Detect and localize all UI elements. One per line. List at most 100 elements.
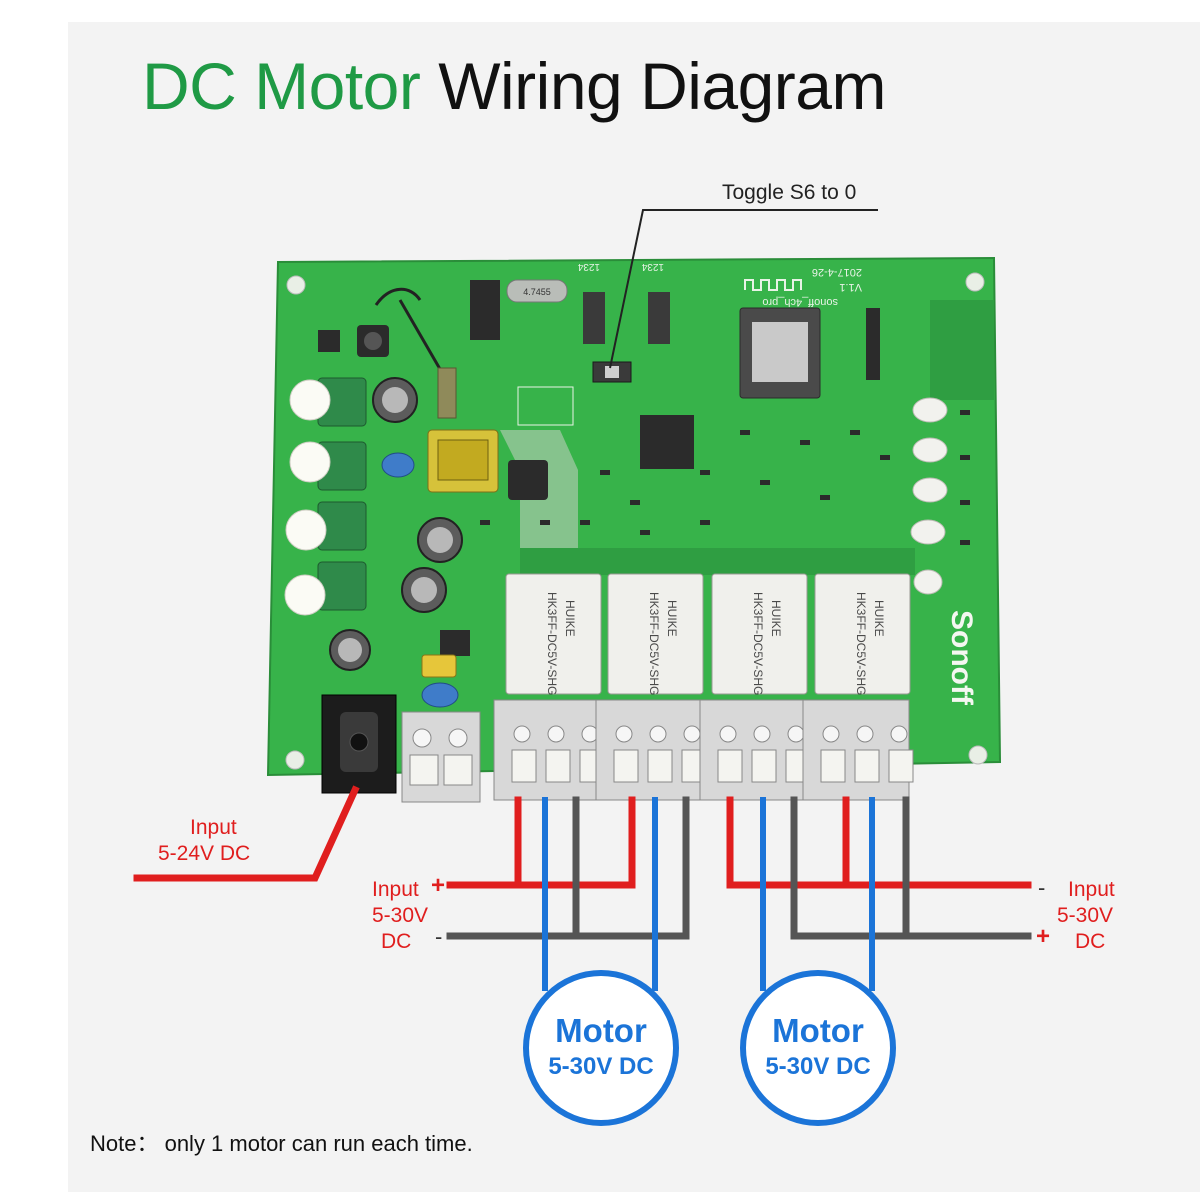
relay-brand: HUIKE bbox=[872, 600, 886, 637]
left-input-voltage: 5-30V bbox=[372, 904, 428, 928]
dip-switch[interactable] bbox=[583, 292, 605, 344]
terminal-lever[interactable] bbox=[854, 749, 880, 783]
left-negative-wire bbox=[446, 796, 690, 940]
relay-body bbox=[505, 573, 602, 695]
smd-ic bbox=[318, 330, 340, 352]
relay-4: HUIKE HK3FF-DC5V-SHG bbox=[814, 573, 911, 695]
wifi-module-shield bbox=[752, 322, 808, 382]
terminal-screw[interactable] bbox=[753, 725, 771, 743]
terminal-screw[interactable] bbox=[787, 725, 805, 743]
left-positive-wire bbox=[446, 796, 636, 889]
push-button-4[interactable] bbox=[284, 561, 367, 616]
terminal-block[interactable] bbox=[802, 699, 914, 801]
relay-brand: HUIKE bbox=[665, 600, 679, 637]
right-input-minus-sign: - bbox=[1038, 875, 1046, 900]
rf-chip bbox=[470, 280, 500, 340]
right-negative-wire bbox=[790, 796, 1032, 940]
s6-toggle-knob bbox=[605, 366, 619, 378]
mounting-hole bbox=[286, 275, 306, 295]
s6-callout: Toggle S6 to 0 bbox=[609, 181, 878, 369]
capacitor-top bbox=[382, 387, 408, 413]
terminal-block[interactable] bbox=[493, 699, 605, 801]
header-pins bbox=[866, 308, 880, 380]
terminal-screw[interactable] bbox=[513, 725, 531, 743]
wires bbox=[133, 785, 1032, 991]
terminal-screw[interactable] bbox=[615, 725, 633, 743]
right-input-voltage: 5-30V bbox=[1057, 904, 1113, 928]
mounting-hole bbox=[968, 745, 988, 765]
power-input-voltage-text: 5-24V DC bbox=[158, 842, 251, 865]
left-input-minus-sign: - bbox=[435, 924, 443, 949]
motor-1-circle bbox=[523, 970, 679, 1126]
left-input-plus: + bbox=[431, 872, 445, 900]
terminal-lever[interactable] bbox=[545, 749, 571, 783]
crystal-oscillator bbox=[506, 279, 568, 303]
wifi-antenna-trace bbox=[744, 279, 802, 291]
terminal-screw[interactable] bbox=[683, 725, 701, 743]
smd-ic bbox=[440, 630, 470, 656]
terminal-lever[interactable] bbox=[613, 749, 639, 783]
left-input-minus: - bbox=[435, 924, 442, 950]
right-input-voltage-text: 5-30V bbox=[1057, 904, 1114, 927]
dc-barrel-jack[interactable] bbox=[321, 694, 397, 794]
terminal-screw[interactable] bbox=[547, 725, 565, 743]
mounting-hole bbox=[965, 272, 985, 292]
motor-1: Motor 5-30V DC bbox=[523, 970, 679, 1126]
terminal-screw[interactable] bbox=[822, 725, 840, 743]
terminal-block[interactable] bbox=[595, 699, 707, 801]
dip-switch[interactable] bbox=[648, 292, 670, 344]
silk-model: sonoff_4ch_pro bbox=[762, 296, 838, 308]
pcb-trace bbox=[520, 548, 915, 575]
smd-components bbox=[480, 410, 970, 545]
right-input-plus-sign: + bbox=[1036, 923, 1051, 950]
terminal-screw[interactable] bbox=[649, 725, 667, 743]
left-input-label: Input bbox=[372, 878, 419, 902]
terminal-lever[interactable] bbox=[888, 749, 914, 783]
terminal-screw[interactable] bbox=[890, 725, 908, 743]
push-button-3[interactable] bbox=[285, 501, 367, 551]
power-input-voltage: 5-24V DC bbox=[158, 842, 250, 866]
terminal-lever[interactable] bbox=[647, 749, 673, 783]
dip-label: 1234 bbox=[641, 261, 664, 272]
left-input-title: Input bbox=[372, 878, 419, 901]
silk-version: V1.1 bbox=[839, 281, 862, 293]
terminal-screw[interactable] bbox=[719, 725, 737, 743]
left-input-plus-sign: + bbox=[431, 872, 446, 899]
relay-brand: HUIKE bbox=[769, 600, 783, 637]
push-button-1[interactable] bbox=[289, 377, 367, 427]
left-input-dc: DC bbox=[381, 930, 411, 954]
power-input-wire bbox=[133, 785, 360, 882]
relay-body bbox=[711, 573, 808, 695]
relay-terminal-blocks bbox=[493, 699, 914, 801]
right-input-minus: - bbox=[1038, 875, 1045, 901]
left-input-voltage-text: 5-30V bbox=[372, 904, 429, 927]
terminal-block[interactable] bbox=[699, 699, 811, 801]
title-part-green: DC Motor bbox=[142, 49, 421, 123]
terminal-lever[interactable] bbox=[820, 749, 846, 783]
terminal-lever[interactable] bbox=[511, 749, 537, 783]
note-text: Note： only 1 motor can run each time. bbox=[90, 1131, 473, 1156]
title-part-black: Wiring Diagram bbox=[438, 49, 886, 123]
push-button-2[interactable] bbox=[289, 441, 367, 491]
motor-2-circle bbox=[740, 970, 896, 1126]
brand-logo: Sonoff bbox=[945, 610, 978, 706]
voltage-regulator bbox=[508, 460, 548, 500]
antenna-coil bbox=[374, 287, 457, 419]
terminal-screw[interactable] bbox=[856, 725, 874, 743]
right-input-title: Input bbox=[1068, 878, 1115, 901]
callout-leader-line bbox=[609, 209, 878, 369]
relay-model: HK3FF-DC5V-SHG bbox=[854, 592, 868, 695]
power-terminal-block[interactable] bbox=[401, 711, 481, 803]
power-input-label: Input bbox=[190, 816, 237, 840]
inductor-core bbox=[364, 332, 382, 350]
relay-body bbox=[607, 573, 704, 695]
motor-1-label: Motor bbox=[555, 1012, 647, 1049]
motor-2-voltage: 5-30V DC bbox=[765, 1053, 870, 1080]
terminal-lever[interactable] bbox=[717, 749, 743, 783]
silk-date: 2017-4-26 bbox=[812, 266, 862, 278]
terminal-lever[interactable] bbox=[751, 749, 777, 783]
